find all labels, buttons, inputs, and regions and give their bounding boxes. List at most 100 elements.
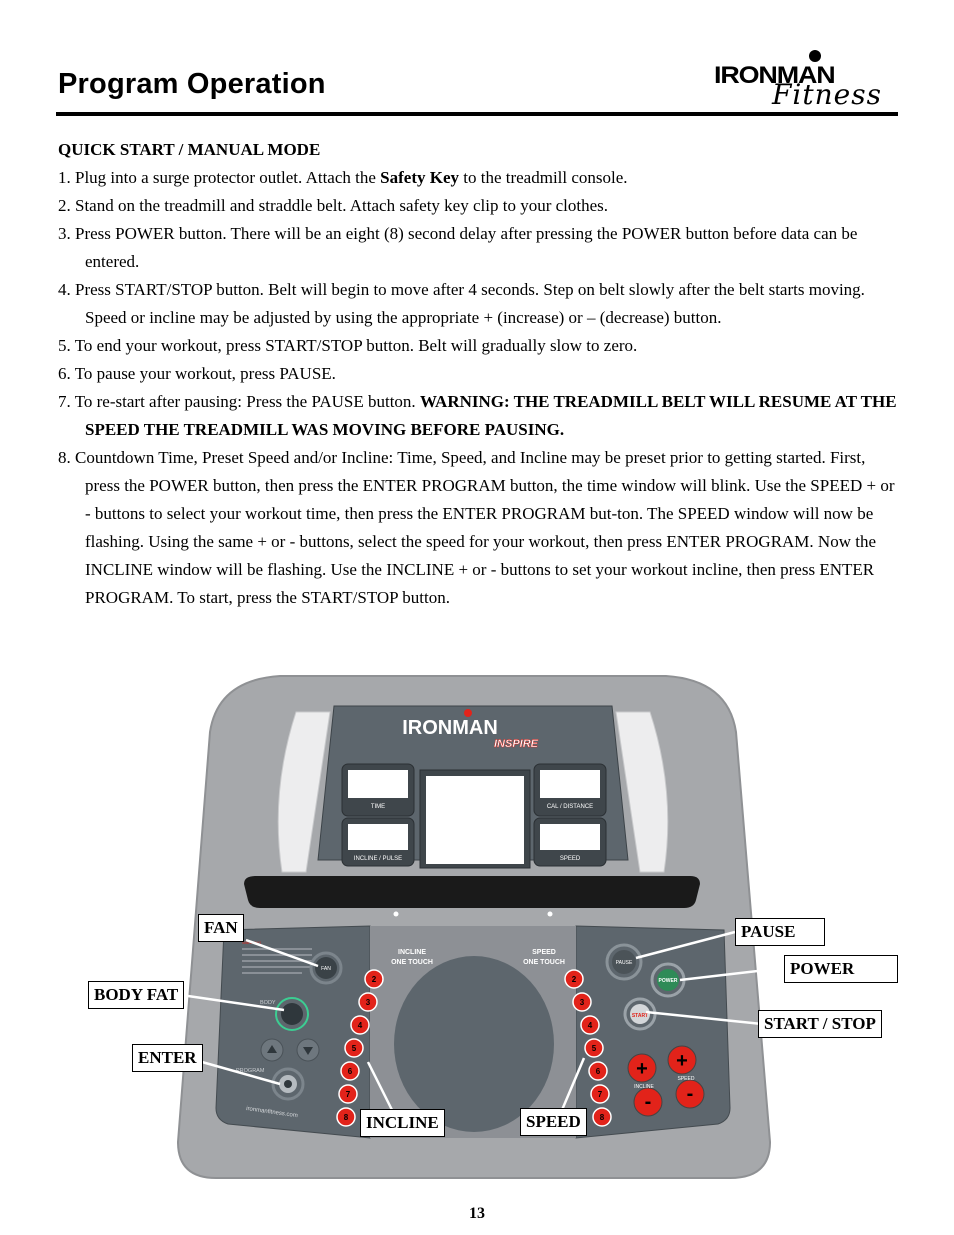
center-dial bbox=[394, 956, 554, 1132]
step-bold-text: Safety Key bbox=[380, 168, 459, 187]
step-1: 1. Plug into a surge protector outlet. A… bbox=[58, 164, 898, 192]
step-text: Plug into a surge protector outlet. Atta… bbox=[75, 168, 381, 187]
speed-touch-3 bbox=[572, 992, 592, 1012]
body-label: BODY bbox=[260, 1000, 276, 1006]
speed-control-label: SPEED bbox=[678, 1076, 695, 1082]
step-text: Stand on the treadmill and straddle belt… bbox=[75, 196, 609, 215]
incline-one-touch-sub: ONE TOUCH bbox=[391, 959, 433, 966]
speed-touch-3-label: 3 bbox=[580, 998, 585, 1007]
incline-touch-4-label: 4 bbox=[358, 1021, 363, 1030]
step-text: Press POWER button. There will be an eig… bbox=[75, 224, 858, 271]
incline-control-label: INCLINE bbox=[634, 1084, 654, 1090]
enter-callout: ENTER bbox=[132, 1044, 203, 1072]
incline-plus-label: + bbox=[636, 1058, 648, 1080]
time-window bbox=[348, 770, 408, 798]
brand-logo: IRONMAN Fitness bbox=[714, 48, 886, 112]
brand-logo-dot bbox=[809, 50, 821, 62]
warning-block-line bbox=[242, 954, 312, 956]
incline-touch-6-label: 6 bbox=[348, 1067, 353, 1076]
console-model-text: INSPIRE bbox=[494, 738, 539, 750]
step-3: 3. Press POWER button. There will be an … bbox=[58, 220, 898, 276]
page-title: Program Operation bbox=[58, 68, 326, 100]
panel-indicator-dot bbox=[393, 911, 399, 917]
speed-touch-7-label: 7 bbox=[598, 1090, 603, 1099]
step-number: 5. bbox=[58, 336, 71, 355]
incline-touch-5-label: 5 bbox=[352, 1044, 357, 1053]
speed-minus-button bbox=[675, 1079, 705, 1109]
enter-pointer bbox=[201, 1060, 281, 1086]
speed-window bbox=[540, 824, 600, 850]
incline-touch-2-label: 2 bbox=[372, 975, 377, 984]
incline-touch-5 bbox=[344, 1038, 364, 1058]
speed-window-label: SPEED bbox=[560, 856, 581, 862]
speed-touch-6 bbox=[588, 1061, 608, 1081]
incline-minus-label: - bbox=[645, 1091, 652, 1113]
power-button-label: POWER bbox=[659, 978, 678, 984]
start-stop-callout: START / STOP bbox=[758, 1010, 882, 1038]
power-callout: POWER bbox=[784, 955, 898, 983]
console-brand-text: IRONMAN bbox=[402, 717, 498, 739]
incline-plus-button bbox=[627, 1053, 657, 1083]
speed-touch-5-label: 5 bbox=[592, 1044, 597, 1053]
title-rule bbox=[56, 112, 898, 116]
pause-pointer bbox=[635, 930, 736, 960]
quick-start-section: QUICK START / MANUAL MODE 1. Plug into a… bbox=[58, 136, 898, 612]
step-warning: WARNING: THE TREADMILL BELT WILL RESUME … bbox=[85, 392, 897, 439]
start-stop-pointer bbox=[645, 1010, 763, 1026]
speed-touch-5 bbox=[584, 1038, 604, 1058]
power-pointer bbox=[679, 966, 785, 982]
speed-touch-8 bbox=[592, 1107, 612, 1127]
step-number: 2. bbox=[58, 196, 71, 215]
speed-touch-6-label: 6 bbox=[596, 1067, 601, 1076]
incline-touch-2 bbox=[364, 969, 384, 989]
cal-distance-window-label: CAL / DISTANCE bbox=[547, 804, 593, 810]
start-stop-button bbox=[630, 1004, 650, 1024]
incline-touch-6 bbox=[340, 1061, 360, 1081]
pause-callout: PAUSE bbox=[735, 918, 825, 946]
start-stop-button-label: START bbox=[632, 1013, 648, 1019]
step-text: To pause your workout, press PAUSE. bbox=[74, 364, 336, 383]
step-number: 1. bbox=[58, 168, 71, 187]
speed-touch-4 bbox=[580, 1015, 600, 1035]
console-drawing: IRONMAN INSPIRE TIME INCLINE / PULSE CAL… bbox=[176, 675, 772, 1179]
speed-pointer bbox=[560, 1057, 586, 1111]
step-8: 8. Countdown Time, Preset Speed and/or I… bbox=[58, 444, 898, 612]
time-window-label: TIME bbox=[371, 804, 385, 810]
incline-touch-4 bbox=[350, 1015, 370, 1035]
fan-callout: FAN bbox=[198, 914, 244, 942]
incline-touch-8 bbox=[336, 1107, 356, 1127]
step-number: 4. bbox=[58, 280, 71, 299]
step-text: Press START/STOP button. Belt will begin… bbox=[75, 280, 865, 327]
cal-distance-window bbox=[540, 770, 600, 798]
step-number: 3. bbox=[58, 224, 71, 243]
step-4: 4. Press START/STOP button. Belt will be… bbox=[58, 276, 898, 332]
down-arrow-icon bbox=[303, 1047, 313, 1055]
incline-touch-3 bbox=[358, 992, 378, 1012]
speed-touch-8-label: 8 bbox=[600, 1113, 605, 1122]
body-fat-button bbox=[281, 1003, 303, 1025]
console-illustration: IRONMAN INSPIRE TIME INCLINE / PULSE CAL… bbox=[170, 672, 776, 1180]
console-brand-dot bbox=[464, 709, 472, 717]
incline-pulse-window bbox=[348, 824, 408, 850]
step-text: To end your workout, press START/STOP bu… bbox=[74, 336, 638, 355]
step-2: 2. Stand on the treadmill and straddle b… bbox=[58, 192, 898, 220]
warning-block-line bbox=[242, 948, 312, 950]
speed-callout: SPEED bbox=[520, 1108, 587, 1136]
incline-touch-7-label: 7 bbox=[346, 1090, 351, 1099]
speed-plus-button bbox=[667, 1045, 697, 1075]
fan-button-label: FAN bbox=[321, 966, 331, 972]
incline-one-touch-title: INCLINE bbox=[398, 949, 426, 956]
warning-block-line bbox=[242, 972, 302, 974]
speed-one-touch-sub: ONE TOUCH bbox=[523, 959, 565, 966]
incline-touch-7 bbox=[338, 1084, 358, 1104]
step-number: 6. bbox=[58, 364, 71, 383]
enter-button-center bbox=[284, 1080, 292, 1088]
right-vent bbox=[615, 711, 669, 873]
speed-plus-label: + bbox=[676, 1050, 688, 1072]
center-window bbox=[426, 776, 524, 864]
step-7: 7. To re-start after pausing: Press the … bbox=[58, 388, 898, 444]
incline-one-touch-buttons: 2 3 4 5 6 7 8 bbox=[336, 969, 384, 1127]
left-vent bbox=[277, 711, 331, 873]
pause-button bbox=[612, 950, 636, 974]
step-text: to the treadmill console. bbox=[459, 168, 628, 187]
